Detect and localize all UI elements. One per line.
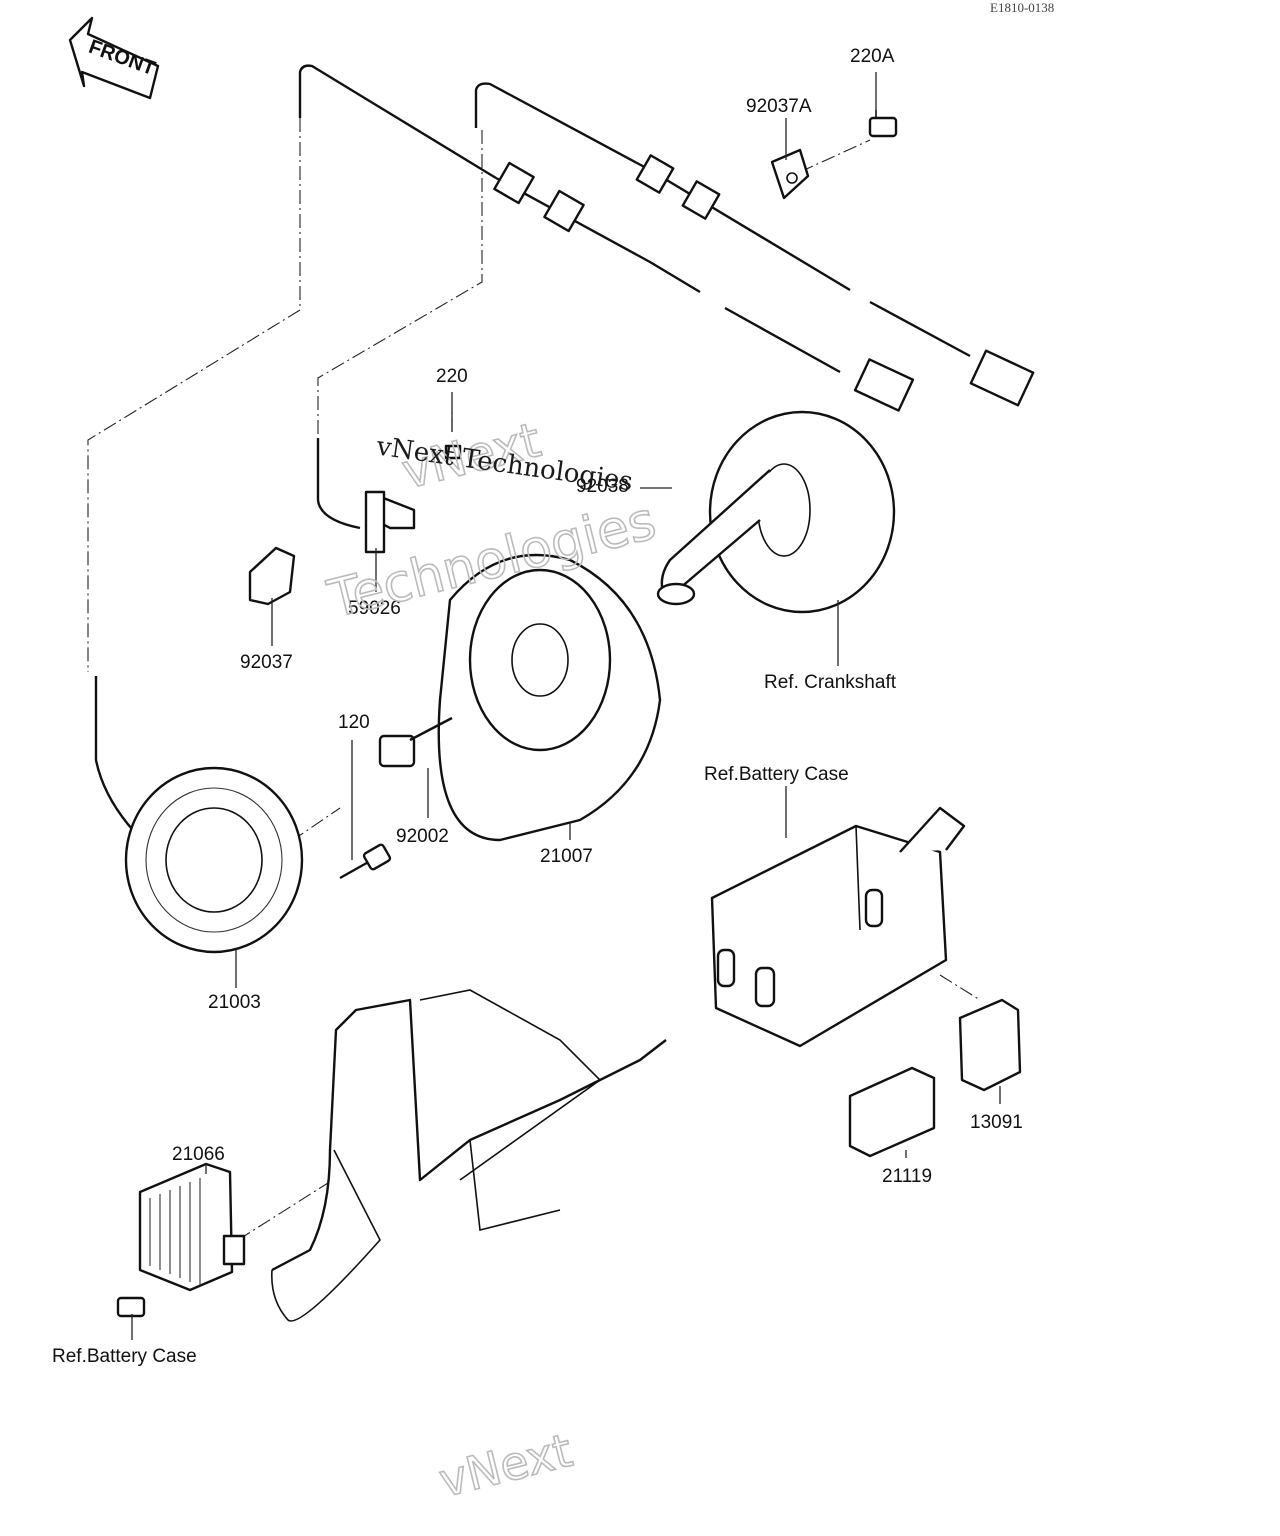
flywheel-21007	[437, 553, 662, 842]
label-92037a: 92037A	[746, 96, 812, 117]
label-ref-battery-case-bottom: Ref.Battery Case	[52, 1346, 197, 1367]
watermark-bottom: vNext	[434, 1423, 577, 1508]
regulator-21066	[138, 1162, 246, 1292]
label-ref-battery-case-top: Ref.Battery Case	[704, 764, 849, 785]
label-220a: 220A	[850, 46, 895, 67]
bolt-220a	[868, 110, 898, 138]
component-13091	[958, 998, 1022, 1092]
label-leaders	[131, 72, 1001, 1340]
label-59026: 59026	[348, 598, 401, 619]
label-220: 220	[436, 366, 468, 387]
wiring-harness	[298, 64, 1035, 412]
bolt-ref-battery-case	[116, 1296, 146, 1318]
bracket-92037	[248, 546, 296, 606]
label-21066: 21066	[172, 1144, 225, 1165]
label-92002: 92002	[396, 826, 449, 847]
label-13091: 13091	[970, 1112, 1023, 1133]
label-120: 120	[338, 712, 370, 733]
battery-case	[710, 806, 966, 1048]
front-arrow-icon: FRONT	[68, 16, 160, 100]
reference-code: E1810-0138	[990, 0, 1054, 15]
stator-21003	[94, 676, 304, 954]
bolt-120	[339, 843, 392, 880]
crankshaft	[656, 410, 896, 614]
label-ref-crankshaft: Ref. Crankshaft	[764, 672, 897, 693]
label-21003: 21003	[208, 992, 261, 1013]
bolt-92002	[378, 716, 453, 768]
screw-220	[444, 444, 462, 460]
watermark: vNext Technologies vNext Technologies vN…	[321, 411, 662, 1508]
component-21119	[848, 1066, 936, 1158]
label-92038: 92038	[576, 476, 629, 497]
label-21007: 21007	[540, 846, 593, 867]
label-92037: 92037	[240, 652, 293, 673]
label-21119: 21119	[882, 1166, 932, 1187]
clamp-59026	[316, 438, 416, 554]
frame	[271, 989, 667, 1322]
